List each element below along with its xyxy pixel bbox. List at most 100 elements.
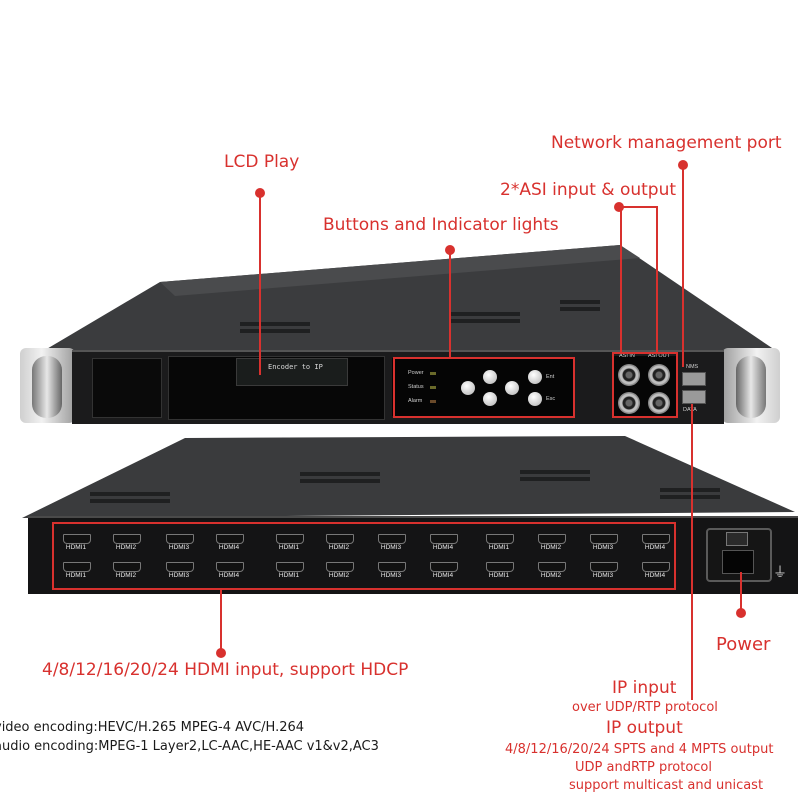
buttons-highlight-box bbox=[393, 357, 575, 418]
hdmi-port[interactable]: HDMI2 bbox=[320, 562, 360, 592]
hdmi-port-label: HDMI4 bbox=[644, 544, 666, 551]
data-port[interactable] bbox=[682, 390, 706, 404]
hdmi-connector[interactable] bbox=[642, 562, 670, 572]
asi-out-bnc-2[interactable] bbox=[648, 392, 670, 414]
hdmi-port-label: HDMI2 bbox=[328, 544, 350, 551]
hdmi-port[interactable]: HDMI2 bbox=[107, 562, 147, 592]
hdmi-port[interactable]: HDMI3 bbox=[372, 534, 412, 564]
network-port-label: Network management port bbox=[551, 133, 782, 153]
hdmi-port[interactable]: HDMI2 bbox=[320, 534, 360, 564]
hdmi-highlight-box bbox=[52, 522, 676, 590]
hdmi-port[interactable]: HDMI1 bbox=[57, 562, 97, 592]
hdmi-port[interactable]: HDMI4 bbox=[636, 534, 676, 564]
hdmi-port[interactable]: HDMI4 bbox=[424, 534, 464, 564]
escape-button[interactable] bbox=[528, 392, 542, 406]
hdmi-connector[interactable] bbox=[590, 534, 618, 544]
status-led bbox=[430, 386, 436, 389]
hdmi-port[interactable]: HDMI4 bbox=[424, 562, 464, 592]
hdmi-port[interactable]: HDMI1 bbox=[480, 534, 520, 564]
right-button[interactable] bbox=[505, 381, 519, 395]
hdmi-connector[interactable] bbox=[113, 534, 141, 544]
hdmi-port-label: HDMI4 bbox=[432, 572, 454, 579]
hdmi-connector[interactable] bbox=[166, 562, 194, 572]
hdmi-connector[interactable] bbox=[63, 534, 91, 544]
asi-in-bnc-1[interactable] bbox=[618, 364, 640, 386]
hdmi-connector[interactable] bbox=[538, 534, 566, 544]
hdmi-connector[interactable] bbox=[590, 562, 618, 572]
hdmi-port[interactable]: HDMI2 bbox=[107, 534, 147, 564]
hdmi-connector[interactable] bbox=[276, 562, 304, 572]
asi-highlight-box bbox=[612, 352, 678, 418]
alarm-led-label: Alarm bbox=[408, 398, 423, 404]
status-led-label: Status bbox=[408, 384, 424, 390]
down-button[interactable] bbox=[483, 392, 497, 406]
audio-encoding-note: audio encoding:MPEG-1 Layer2,LC-AAC,HE-A… bbox=[0, 739, 379, 754]
hdmi-port-label: HDMI1 bbox=[488, 572, 510, 579]
ground-icon: ⏚ bbox=[773, 565, 787, 581]
hdmi-port[interactable]: HDMI4 bbox=[210, 534, 250, 564]
ip-input-title: IP input bbox=[612, 678, 677, 698]
hdmi-connector[interactable] bbox=[276, 534, 304, 544]
ip-output-title: IP output bbox=[606, 718, 683, 738]
power-plug bbox=[722, 550, 754, 574]
hdmi-port[interactable]: HDMI3 bbox=[584, 562, 624, 592]
hdmi-connector[interactable] bbox=[378, 534, 406, 544]
hdmi-port-label: HDMI1 bbox=[278, 544, 300, 551]
hdmi-port-label: HDMI4 bbox=[218, 572, 240, 579]
hdmi-port[interactable]: HDMI3 bbox=[584, 534, 624, 564]
hdmi-port[interactable]: HDMI2 bbox=[532, 562, 572, 592]
power-label: Power bbox=[716, 634, 771, 655]
hdmi-port[interactable]: HDMI1 bbox=[270, 562, 310, 592]
hdmi-port[interactable]: HDMI4 bbox=[210, 562, 250, 592]
hdmi-port[interactable]: HDMI1 bbox=[57, 534, 97, 564]
hdmi-port[interactable]: HDMI1 bbox=[480, 562, 520, 592]
hdmi-input-label: 4/8/12/16/20/24 HDMI input, support HDCP bbox=[42, 660, 409, 680]
hdmi-port-label: HDMI1 bbox=[65, 572, 87, 579]
hdmi-connector[interactable] bbox=[326, 562, 354, 572]
hdmi-port[interactable]: HDMI3 bbox=[372, 562, 412, 592]
hdmi-connector[interactable] bbox=[326, 534, 354, 544]
hdmi-port-label: HDMI2 bbox=[115, 544, 137, 551]
buttons-indicators-label: Buttons and Indicator lights bbox=[323, 215, 559, 235]
hdmi-connector[interactable] bbox=[166, 534, 194, 544]
lcd-play-label: LCD Play bbox=[224, 152, 300, 172]
lcd-text: Encoder to IP bbox=[268, 363, 323, 371]
enter-button[interactable] bbox=[528, 370, 542, 384]
power-switch[interactable] bbox=[726, 532, 748, 546]
asi-dot bbox=[614, 202, 624, 212]
hdmi-connector[interactable] bbox=[642, 534, 670, 544]
hdmi-connector[interactable] bbox=[430, 562, 458, 572]
video-encoding-note: video encoding:HEVC/H.265 MPEG-4 AVC/H.2… bbox=[0, 720, 305, 735]
hdmi-port-label: HDMI3 bbox=[168, 544, 190, 551]
hdmi-connector[interactable] bbox=[378, 562, 406, 572]
hdmi-port[interactable]: HDMI1 bbox=[270, 534, 310, 564]
hdmi-connector[interactable] bbox=[63, 562, 91, 572]
hdmi-connector[interactable] bbox=[216, 562, 244, 572]
asi-out-bnc-1[interactable] bbox=[648, 364, 670, 386]
hdmi-connector[interactable] bbox=[486, 562, 514, 572]
asi-in-bnc-2[interactable] bbox=[618, 392, 640, 414]
hdmi-port[interactable]: HDMI3 bbox=[160, 534, 200, 564]
hdmi-port[interactable]: HDMI2 bbox=[532, 534, 572, 564]
left-handle bbox=[32, 356, 62, 418]
up-button[interactable] bbox=[483, 370, 497, 384]
control-panel bbox=[392, 358, 574, 416]
hdmi-port-label: HDMI3 bbox=[168, 572, 190, 579]
hdmi-port-label: HDMI3 bbox=[380, 572, 402, 579]
left-button[interactable] bbox=[461, 381, 475, 395]
hdmi-connector[interactable] bbox=[216, 534, 244, 544]
power-dot bbox=[736, 608, 746, 618]
hdmi-port-label: HDMI1 bbox=[488, 544, 510, 551]
asi-in-label: ASI IN bbox=[619, 353, 635, 359]
hdmi-port[interactable]: HDMI3 bbox=[160, 562, 200, 592]
hdmi-port[interactable]: HDMI4 bbox=[636, 562, 676, 592]
hdmi-port-label: HDMI3 bbox=[592, 544, 614, 551]
hdmi-connector[interactable] bbox=[113, 562, 141, 572]
hdmi-connector[interactable] bbox=[486, 534, 514, 544]
hdmi-connector[interactable] bbox=[538, 562, 566, 572]
power-leader bbox=[740, 572, 742, 610]
hdmi-connector[interactable] bbox=[430, 534, 458, 544]
nms-port[interactable] bbox=[682, 372, 706, 386]
